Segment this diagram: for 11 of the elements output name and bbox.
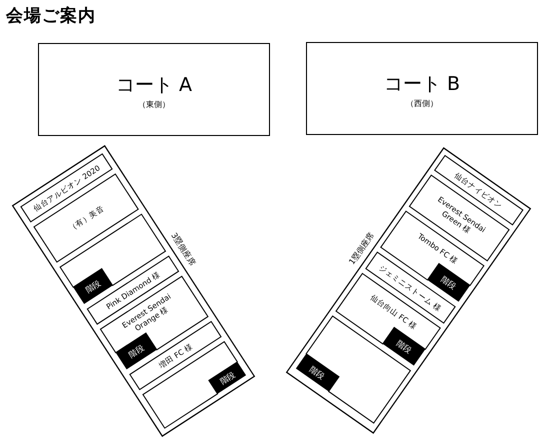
stairs-block: 階段	[208, 362, 246, 394]
court-side-note: （西側）	[405, 99, 439, 109]
stand-label: 3塁側座席	[168, 231, 197, 268]
court-name: コート B	[382, 73, 462, 95]
court-area	[38, 43, 270, 136]
court-area	[306, 42, 538, 135]
court-side-note: （東側）	[137, 100, 171, 110]
page-title: 会場ご案内	[6, 5, 96, 27]
stairs-block: 階段	[295, 353, 338, 391]
stand-label: 1塁側座席	[346, 230, 376, 266]
court-name: コート A	[114, 74, 194, 96]
